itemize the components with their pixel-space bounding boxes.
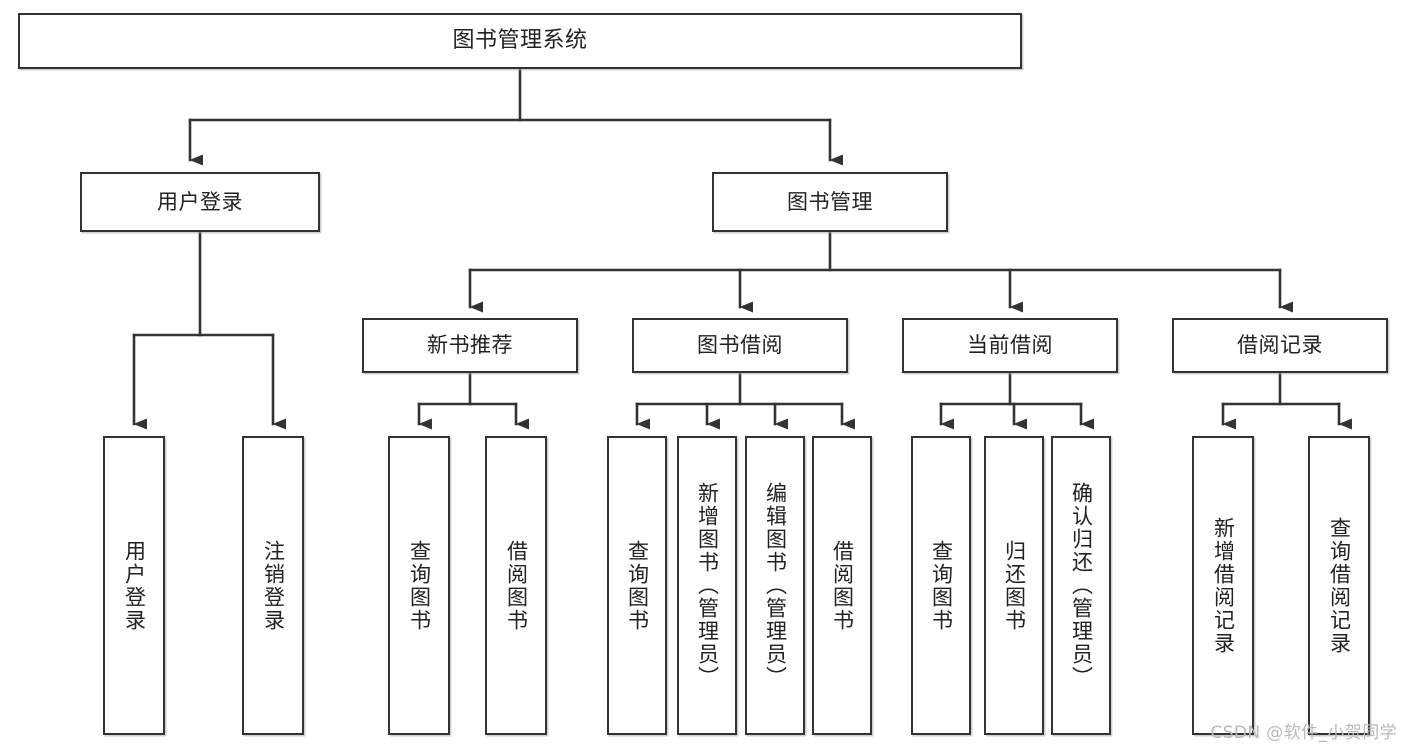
node-root[interactable]: 图书管理系统 [18,13,1022,69]
node-leaf-edit-book-label: 编辑图书（管理员） [763,482,788,689]
node-borrow-record-label: 借阅记录 [1237,333,1323,358]
node-leaf-user-login-label: 用户登录 [122,539,147,632]
node-leaf-query-borrow-record[interactable]: 查询借阅记录 [1308,436,1370,735]
node-leaf-query-book-1-label: 查询图书 [407,539,432,632]
node-book-borrow[interactable]: 图书借阅 [632,318,848,373]
node-leaf-borrow-book-1[interactable]: 借阅图书 [485,436,547,735]
node-leaf-return-book-label: 归还图书 [1002,539,1027,632]
node-leaf-logout-label: 注销登录 [261,539,286,632]
node-leaf-borrow-book-1-label: 借阅图书 [504,539,529,632]
node-user-login[interactable]: 用户登录 [80,172,320,232]
node-book-borrow-label: 图书借阅 [697,333,783,358]
node-leaf-edit-book[interactable]: 编辑图书（管理员） [745,436,805,735]
node-leaf-borrow-book-2[interactable]: 借阅图书 [812,436,872,735]
node-leaf-query-book-2-label: 查询图书 [625,539,650,632]
node-new-book-recommend-label: 新书推荐 [427,333,513,358]
node-current-borrow[interactable]: 当前借阅 [902,318,1118,373]
node-leaf-query-book-3[interactable]: 查询图书 [911,436,971,735]
node-leaf-add-book[interactable]: 新增图书（管理员） [677,436,737,735]
csdn-watermark: CSDN @软件_小贺同学 [1210,723,1397,743]
node-borrow-record[interactable]: 借阅记录 [1172,318,1388,373]
node-book-manage-label: 图书管理 [787,189,873,214]
node-leaf-borrow-book-2-label: 借阅图书 [830,539,855,632]
node-leaf-query-book-1[interactable]: 查询图书 [388,436,450,735]
node-root-label: 图书管理系统 [452,28,588,54]
node-user-login-label: 用户登录 [157,189,243,214]
node-leaf-query-book-2[interactable]: 查询图书 [607,436,667,735]
node-leaf-confirm-return-label: 确认归还（管理员） [1069,482,1094,689]
node-leaf-logout[interactable]: 注销登录 [242,436,304,735]
node-leaf-query-book-3-label: 查询图书 [929,539,954,632]
node-leaf-confirm-return[interactable]: 确认归还（管理员） [1051,436,1111,735]
node-leaf-add-borrow-record-label: 新增借阅记录 [1211,516,1236,655]
node-new-book-recommend[interactable]: 新书推荐 [362,318,578,373]
node-leaf-query-borrow-record-label: 查询借阅记录 [1327,516,1352,655]
node-leaf-return-book[interactable]: 归还图书 [984,436,1044,735]
node-leaf-add-borrow-record[interactable]: 新增借阅记录 [1192,436,1254,735]
node-book-manage[interactable]: 图书管理 [712,172,948,232]
node-leaf-add-book-label: 新增图书（管理员） [695,482,720,689]
node-leaf-user-login[interactable]: 用户登录 [103,436,165,735]
node-current-borrow-label: 当前借阅 [967,333,1053,358]
